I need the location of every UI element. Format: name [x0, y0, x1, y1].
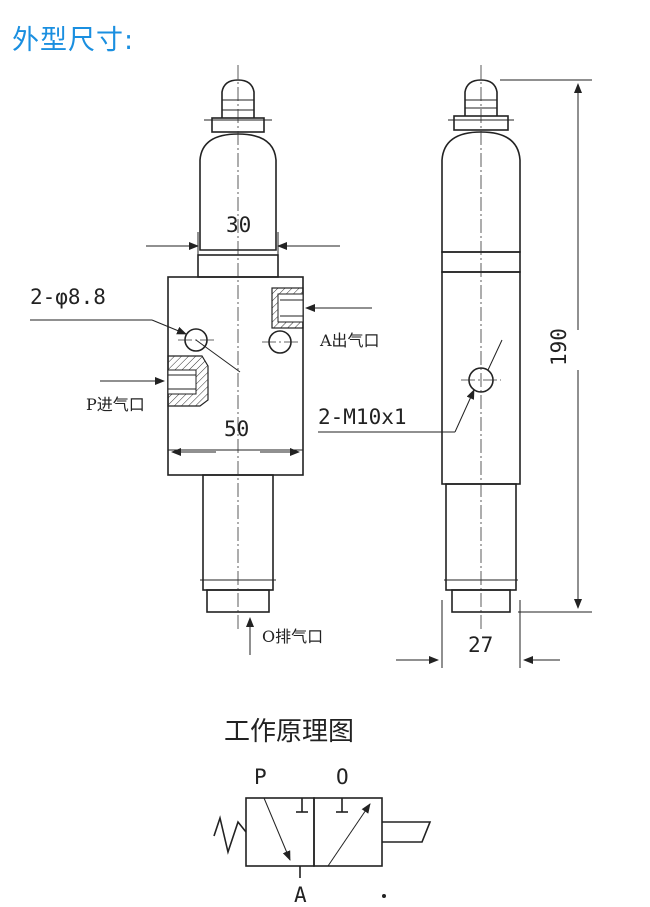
- schematic-title: 工作原理图: [224, 717, 354, 747]
- page-title: 外型尺寸:: [12, 25, 135, 56]
- schematic-label-a: A: [294, 883, 307, 907]
- label-inlet-p: P进气口: [86, 395, 145, 414]
- flow-arrow-a-o: [327, 803, 371, 867]
- spring-symbol: [213, 815, 247, 855]
- flow-arrow-p-a: [263, 797, 291, 861]
- plunger-actuator: [382, 821, 432, 843]
- dim-depth: 27: [468, 633, 493, 657]
- front-view: 30 2-φ8.8 A出气口 P进气口 50 O排气口: [30, 65, 380, 655]
- dim-body-width: 50: [224, 417, 249, 441]
- dim-height: 190: [547, 328, 571, 366]
- dim-port-holes: 2-φ8.8: [30, 285, 106, 309]
- label-exhaust-o: O排气口: [262, 627, 323, 646]
- valve-position-2: [313, 797, 383, 867]
- valve-position-1: [245, 797, 315, 867]
- working-principle-schematic: 工作原理图 P O A: [213, 717, 432, 907]
- side-view: 2-M10x1 190 27: [318, 65, 592, 668]
- label-outlet-a: A出气口: [319, 331, 380, 350]
- schematic-label-o: O: [336, 765, 349, 789]
- schematic-label-p: P: [254, 765, 267, 789]
- dim-thread: 2-M10x1: [318, 405, 407, 429]
- dim-width-top: 30: [226, 213, 251, 237]
